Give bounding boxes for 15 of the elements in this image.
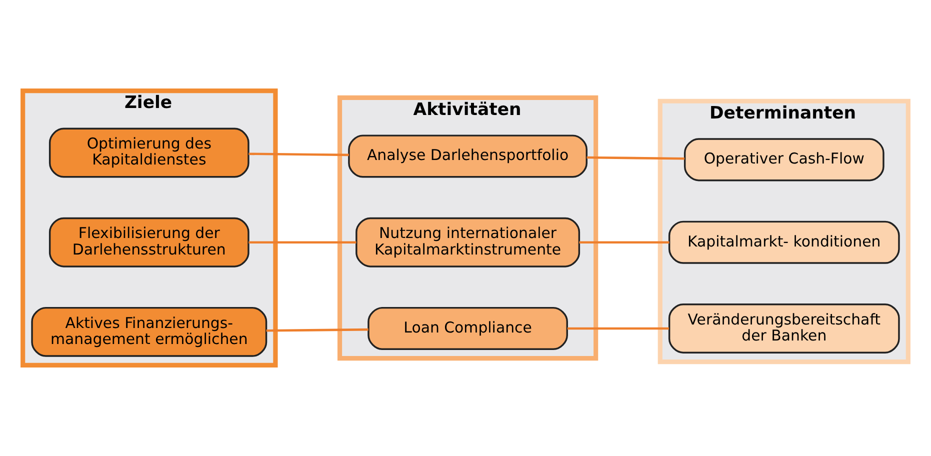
connector: [586, 156, 685, 160]
node-box: Operativer Cash-Flow: [684, 138, 884, 182]
node-box: Loan Compliance: [368, 306, 568, 350]
node-box: Optimierung des Kapitaldienstes: [48, 128, 250, 178]
connector: [579, 241, 670, 244]
connector: [248, 241, 356, 244]
connector: [266, 328, 368, 332]
node-box: Flexibilisierung der Darlehensstrukturen: [48, 217, 250, 268]
node-box: Aktives Finanzierungs- management ermöglichen: [31, 306, 268, 357]
node-box: Veränderungsbereitschaft der Banken: [668, 304, 900, 354]
node-box: Analyse Darlehensportfolio: [348, 134, 588, 178]
node-box: Nutzung internationaler Kapitalmarktinstrumente: [356, 217, 580, 268]
connector: [248, 152, 349, 156]
node-box: Kapitalmarkt- konditionen: [668, 220, 900, 264]
connector: [567, 327, 669, 330]
